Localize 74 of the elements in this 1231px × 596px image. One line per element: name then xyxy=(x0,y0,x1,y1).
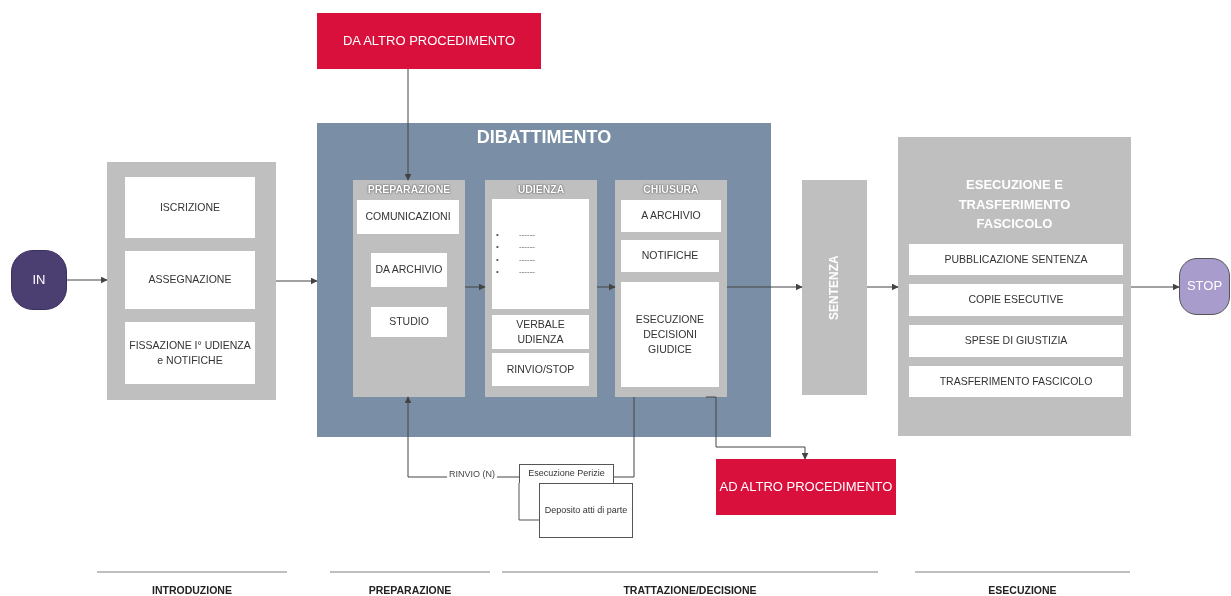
step-box xyxy=(357,200,459,234)
step-box xyxy=(125,322,255,384)
node-label: NOTIFICHE xyxy=(641,248,699,264)
phase-panel xyxy=(898,137,1131,436)
external-process-box xyxy=(317,13,541,69)
step-box xyxy=(909,325,1123,357)
node-label: ASSEGNAZIONE xyxy=(148,272,232,288)
node-label: Deposito atti di parte xyxy=(544,503,628,517)
node-label: A ARCHIVIO xyxy=(641,208,701,224)
subphase-panel xyxy=(615,180,727,397)
panel-heading: PREPARAZIONE xyxy=(366,183,452,195)
step-box xyxy=(621,282,719,387)
node-label: STUDIO xyxy=(389,314,429,330)
subphase-panel xyxy=(485,180,597,397)
node-label: COMUNICAZIONI xyxy=(365,209,451,225)
subphase-panel xyxy=(353,180,465,397)
step-box xyxy=(371,253,447,287)
connector-arrow xyxy=(705,396,809,460)
node-label: DA ALTRO PROCEDIMENTO xyxy=(342,32,516,51)
node-label: ISCRIZIONE xyxy=(159,199,221,215)
step-box xyxy=(371,307,447,337)
step-box xyxy=(909,244,1123,275)
node-label: STOP xyxy=(1186,277,1223,296)
bullet-item: • ------ xyxy=(496,267,535,277)
phase-panel xyxy=(107,162,276,400)
bullet-item: • ------ xyxy=(496,242,535,252)
external-process-box xyxy=(716,459,896,515)
node-label: RINVIO/STOP xyxy=(506,361,575,377)
start-terminal xyxy=(11,250,67,310)
panel-heading: DIBATTIMENTO xyxy=(475,127,613,148)
step-box xyxy=(492,315,589,349)
node-label: ESECUZIONE DECISIONI GIUDICE xyxy=(634,311,706,358)
bullet-item: • ------ xyxy=(496,230,535,239)
phase-bar xyxy=(802,180,867,395)
connector-arrow xyxy=(275,277,318,285)
bullet-item: • ------ xyxy=(496,254,535,264)
connector-arrow xyxy=(866,283,899,291)
node-label: FISSAZIONE I° UDIENZA e NOTIFICHE xyxy=(128,337,252,368)
connector-arrow xyxy=(464,283,486,291)
phase-label: INTRODUZIONE xyxy=(151,584,233,596)
node-label: SPESE DI GIUSTIZIA xyxy=(964,333,1068,349)
node-label: SENTENZA xyxy=(825,255,842,320)
connector-arrow xyxy=(66,276,108,284)
node-label: IN xyxy=(32,270,46,289)
step-box xyxy=(909,366,1123,397)
node-label: Esecuzione Perizie xyxy=(528,467,605,481)
phase-label: PREPARAZIONE xyxy=(367,584,453,596)
phase-label: TRATTAZIONE/DECISIONE xyxy=(622,584,758,596)
node-label: PUBBLICAZIONE SENTENZA xyxy=(944,251,1088,267)
step-box xyxy=(125,177,255,238)
bullet-list-box xyxy=(492,199,589,309)
connector-arrow xyxy=(1130,283,1180,291)
edge-label: RINVIO (N) xyxy=(447,469,497,479)
step-box xyxy=(621,240,719,272)
panel-heading: UDIENZA xyxy=(516,183,566,195)
end-terminal xyxy=(1179,258,1230,315)
node-label: AD ALTRO PROCEDIMENTO xyxy=(719,478,893,497)
step-box xyxy=(125,251,255,309)
node-label: COPIE ESECUTIVE xyxy=(968,292,1064,308)
connector-arrow xyxy=(404,68,412,181)
node-label: VERBALE UDIENZA xyxy=(515,316,566,347)
panel-heading: ESECUZIONE E TRASFERIMENTO FASCICOLO xyxy=(957,176,1072,233)
node-label: TRASFERIMENTO FASCICOLO xyxy=(939,373,1093,389)
step-box xyxy=(492,353,589,386)
connector-arrow xyxy=(596,283,616,291)
document-box xyxy=(519,464,614,483)
panel-heading: CHIUSURA xyxy=(642,183,700,195)
node-label: DA ARCHIVIO xyxy=(375,262,443,278)
document-box xyxy=(539,483,633,538)
step-box xyxy=(909,284,1123,316)
phase-label: ESECUZIONE xyxy=(987,584,1058,596)
phase-panel xyxy=(317,123,771,437)
step-box xyxy=(621,200,721,232)
connector-arrow xyxy=(726,283,803,291)
